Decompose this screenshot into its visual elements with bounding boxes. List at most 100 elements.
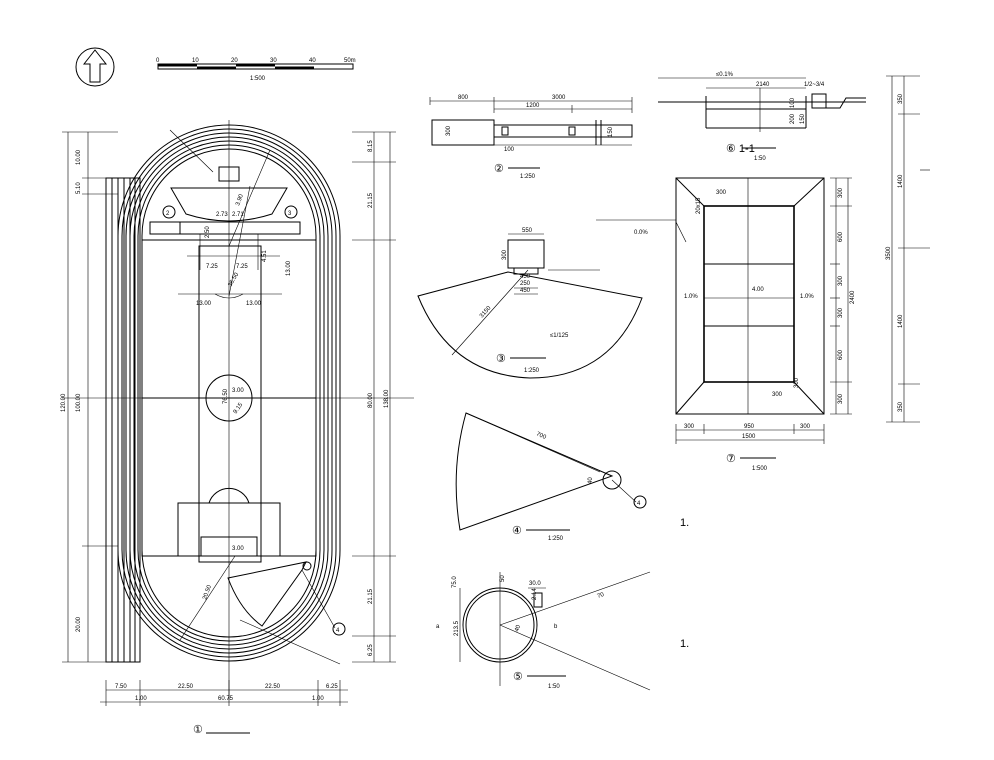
dim-left: 100.00 <box>76 393 82 412</box>
dim-label: 2.14 <box>532 588 538 600</box>
dim-label: 300 <box>684 424 695 430</box>
marker-label: 4 <box>336 628 340 634</box>
detail-ratio: 1:250 <box>520 174 536 180</box>
marker-label: 4 <box>637 501 641 507</box>
dim-label: 300 <box>838 187 844 198</box>
dim-bottom: 22.50 <box>265 684 281 690</box>
scale-tick: 50m <box>344 58 356 64</box>
d-area-label: 20.50 <box>202 584 213 601</box>
dim-label: 150 <box>800 113 806 124</box>
detail-7-pit-plan: 0.0% 1.0% 1.0% 4.00 300 20x15 300 300 30… <box>596 75 930 472</box>
dim-right: 138.00 <box>384 389 390 408</box>
slope-label: 1.0% <box>800 294 814 300</box>
d-area-label: 7.25 <box>236 264 248 270</box>
dim-label: 213.5 <box>454 620 460 636</box>
dim-right: 6.25 <box>368 644 374 656</box>
d-area-label: 2.73 <box>216 212 228 218</box>
detail-label: ⑦ <box>726 453 736 465</box>
dim-label: 700 <box>535 431 547 441</box>
dim-right: 21.15 <box>368 192 374 208</box>
dim-right: 8.15 <box>368 140 374 152</box>
detail-ratio: 1:250 <box>524 368 540 374</box>
dim-label: 300 <box>772 392 783 398</box>
detail-label: ⑥ 1-1 <box>726 143 755 155</box>
dim-label: 1400 <box>898 314 904 328</box>
dim-label: 50 <box>500 575 506 582</box>
dim-label: 450 <box>520 288 531 294</box>
scale-tick: 30 <box>270 58 277 64</box>
north-arrow-icon <box>75 47 115 87</box>
dim-label: 550 <box>522 228 533 234</box>
dim-label: 950 <box>744 424 755 430</box>
scale-tick: 10 <box>192 58 199 64</box>
dim-bottom: 60.75 <box>218 696 234 702</box>
detail-label: ④ <box>512 525 522 537</box>
slope-label: 1.0% <box>684 294 698 300</box>
dim-label: 200 <box>790 113 796 124</box>
dim-label: 300 <box>838 307 844 318</box>
dim-label: 3000 <box>552 95 566 101</box>
dim-label: 600 <box>838 231 844 242</box>
slope-label: 4.00 <box>752 287 764 293</box>
d-area-label: 13.00 <box>286 260 292 276</box>
dim-label: 70 <box>597 592 606 600</box>
detail-4-sector: 4 700 40 ④ 1:250 <box>455 412 647 542</box>
dim-label: 75.0 <box>452 576 458 588</box>
detail-ratio: 1:50 <box>548 684 560 690</box>
marker-label: 3 <box>288 211 292 217</box>
dim-label: 40 <box>514 624 522 633</box>
dim-left: 5.10 <box>76 182 82 194</box>
scale-bar: 0 10 20 30 40 50m 1:500 <box>156 58 356 82</box>
dim-label: 350 <box>898 401 904 412</box>
scale-tick: 20 <box>231 58 238 64</box>
dim-label: 300 <box>838 275 844 286</box>
note-marker: 1. <box>680 517 689 529</box>
scale-tick: 0 <box>156 58 160 64</box>
center-label: 3.00 <box>232 388 244 394</box>
dim-label: 300 <box>446 125 452 136</box>
dim-label: 350 <box>898 93 904 104</box>
dim-label: 450 <box>520 274 531 280</box>
dim-bottom: 6.25 <box>326 684 338 690</box>
d-area-label: 36.50 <box>228 271 241 288</box>
slope-label: 0.0% <box>634 230 648 236</box>
dim-label: 150 <box>608 126 614 137</box>
center-label: 76.50 <box>223 388 229 404</box>
detail-ratio: 1:250 <box>548 536 564 542</box>
d-area-label: 3.90 <box>235 193 245 207</box>
dim-bottom: 1.00 <box>312 696 324 702</box>
scale-tick: 40 <box>309 58 316 64</box>
d-area-label: 4.51 <box>262 250 268 262</box>
dim-right: 80.00 <box>368 392 374 408</box>
dim-label: 40 <box>588 477 594 484</box>
d-area-label: 7.25 <box>206 264 218 270</box>
detail-5-circle: 75.0 50 213.5 30.0 2.14 40 70 a b ⑤ 1:50 <box>436 571 651 691</box>
detail-2-section: 800 3000 1200 300 100 150 ② 1:250 <box>429 95 633 180</box>
dim-label: 100 <box>790 97 796 108</box>
dim-label: ≤0.1% <box>716 72 734 78</box>
center-radius: 9.15 <box>233 402 245 416</box>
dim-label: 300 <box>502 249 508 260</box>
dim-label: 100 <box>504 147 515 153</box>
dim-label: 1200 <box>526 103 540 109</box>
detail-3-sector: 550 300 450 250 450 3150 ≤1/125 ③ 1:250 <box>417 228 643 379</box>
d-area-label: 2.50 <box>205 226 211 238</box>
note-marker: 1. <box>680 638 689 650</box>
dim-label: 800 <box>458 95 469 101</box>
dim-label: 1400 <box>898 174 904 188</box>
slope-label: ≤1/125 <box>550 333 569 339</box>
detail-label: ③ <box>496 353 506 365</box>
dim-left: 10.00 <box>76 149 82 165</box>
dim-label: 300 <box>838 393 844 404</box>
center-label: 3.00 <box>232 546 244 552</box>
dim-label: 300 <box>794 377 800 388</box>
d-area-label: 13.00 <box>196 301 212 307</box>
dim-label: 20x15 <box>696 197 702 214</box>
d-area-label: 2.71 <box>232 212 244 218</box>
dim-label: 1/2~3/4 <box>804 82 825 88</box>
detail-label: ⑤ <box>513 671 523 683</box>
dim-bottom: 7.50 <box>115 684 127 690</box>
dim-label: 2400 <box>850 290 856 304</box>
d-area-label: 13.00 <box>246 301 262 307</box>
